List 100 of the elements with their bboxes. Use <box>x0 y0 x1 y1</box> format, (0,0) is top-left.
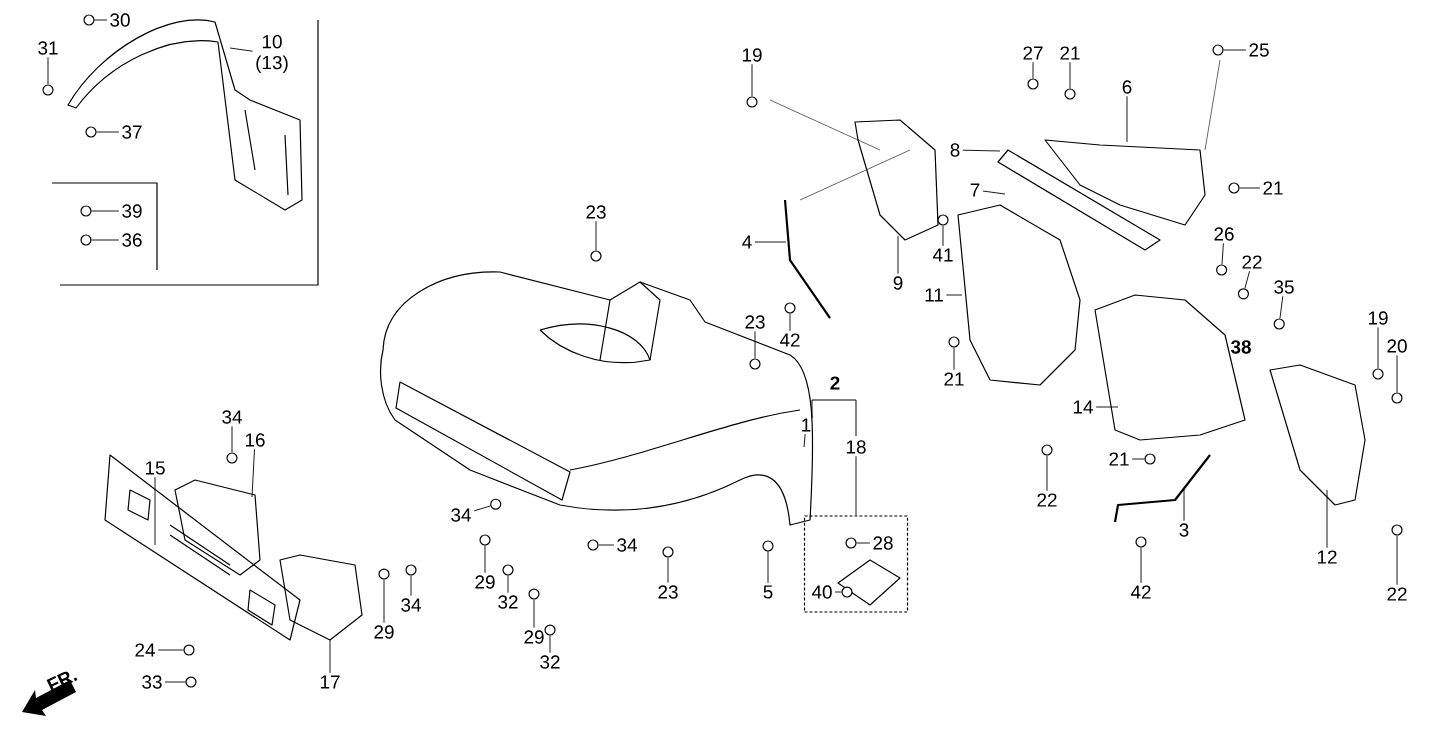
leader-line <box>251 448 255 498</box>
leader-line <box>1126 95 1128 143</box>
callout-number: 20 <box>1387 339 1407 353</box>
leader-line <box>754 330 756 359</box>
callout-number: 14 <box>1073 400 1093 414</box>
fastener-part <box>1144 453 1156 465</box>
fastener-part <box>937 214 949 226</box>
fastener-part <box>1391 392 1403 404</box>
leader-line <box>1396 535 1398 586</box>
leader-line <box>1326 489 1328 549</box>
fastener-part <box>841 586 853 598</box>
callout-number: 10 (13) <box>256 34 288 74</box>
leader-line <box>1223 49 1247 51</box>
callout-number: 9 <box>893 276 903 290</box>
callout-number: 19 <box>1368 311 1388 325</box>
callout-number: 32 <box>498 595 518 609</box>
callout-number: 24 <box>135 643 155 657</box>
callout-number: 35 <box>1274 280 1294 294</box>
callout-number: 29 <box>475 575 495 589</box>
fastener-part <box>490 498 502 510</box>
callout-number: 19 <box>742 48 762 62</box>
callout-number: 31 <box>38 41 58 55</box>
leader-line <box>94 19 108 21</box>
callout-number: 11 <box>925 288 943 302</box>
leader-line <box>897 235 899 275</box>
callout-number: 1 <box>802 418 811 432</box>
leader-line <box>383 579 385 624</box>
callout-number: 6 <box>1122 80 1132 94</box>
fastener-part <box>80 205 92 217</box>
callout-number: 4 <box>742 235 752 249</box>
fastener-part <box>1228 182 1240 194</box>
leader-line <box>549 635 551 654</box>
fastener-part <box>83 14 95 26</box>
fastener-part <box>1372 368 1384 380</box>
fastener-part <box>1041 444 1053 456</box>
fastener-part <box>948 336 960 348</box>
leader-line <box>154 476 156 546</box>
fastener-part <box>1212 44 1224 56</box>
leader-line <box>1221 242 1224 265</box>
fastener-part <box>405 564 417 576</box>
leader-line <box>91 239 120 241</box>
fastener-part <box>845 537 857 549</box>
leader-line <box>1046 455 1048 492</box>
leader-line <box>533 599 535 629</box>
callout-number: 29 <box>374 625 394 639</box>
callout-number: 29 <box>524 630 544 644</box>
callout-number: 18 <box>846 440 866 454</box>
callout-number: 37 <box>122 125 142 139</box>
leader-line <box>751 63 753 97</box>
callout-number: 42 <box>779 333 800 347</box>
fastener-part <box>226 452 238 464</box>
leader-line <box>754 241 787 243</box>
leader-line <box>1183 487 1185 522</box>
fastener-part <box>1237 288 1249 300</box>
leader-line <box>91 210 120 212</box>
callout-number: 34 <box>222 410 242 424</box>
leader-line <box>595 220 597 251</box>
leader-line <box>1069 61 1071 89</box>
fastener-part <box>1135 536 1147 548</box>
callout-number: 21 <box>1060 46 1080 60</box>
fastener-part <box>183 644 195 656</box>
callout-number: 27 <box>1023 46 1043 60</box>
callout-number: 39 <box>122 204 142 218</box>
leader-line <box>834 591 842 593</box>
callout-number: 8 <box>950 143 960 157</box>
leader-line <box>329 639 331 674</box>
callout-number: 3 <box>1179 523 1189 537</box>
callout-number: 7 <box>970 183 980 197</box>
fastener-part <box>1064 88 1076 100</box>
leader-line <box>803 433 806 448</box>
callout-number: 42 <box>1130 585 1151 599</box>
fastener-part <box>544 624 556 636</box>
callout-number: 30 <box>110 13 130 27</box>
leader-line <box>229 47 254 52</box>
fastener-part <box>662 546 674 558</box>
fastener-part <box>1391 524 1403 536</box>
leader-line <box>1279 295 1284 319</box>
leader-line <box>598 544 615 546</box>
fastener-part <box>746 96 758 108</box>
callout-number: 23 <box>745 315 765 329</box>
leader-line <box>473 505 491 512</box>
leader-line <box>856 542 871 544</box>
fastener-part <box>1216 264 1228 276</box>
callout-number: 28 <box>873 536 893 550</box>
callout-number: 17 <box>320 675 340 689</box>
fastener-part <box>762 540 774 552</box>
callout-number: 36 <box>122 233 142 247</box>
callout-number: 32 <box>540 655 560 669</box>
fastener-part <box>42 84 54 96</box>
leader-line <box>953 347 955 371</box>
callout-number: 34 <box>451 508 471 522</box>
leader-line <box>1140 547 1142 584</box>
callout-number: 21 <box>944 372 964 386</box>
callout-number: 23 <box>658 585 678 599</box>
callout-number: 12 <box>1317 550 1337 564</box>
leader-line <box>1131 458 1145 460</box>
callout-number: 34 <box>401 598 421 612</box>
fastener-part <box>85 126 97 138</box>
leader-line <box>767 551 769 584</box>
leader-line <box>96 131 120 133</box>
